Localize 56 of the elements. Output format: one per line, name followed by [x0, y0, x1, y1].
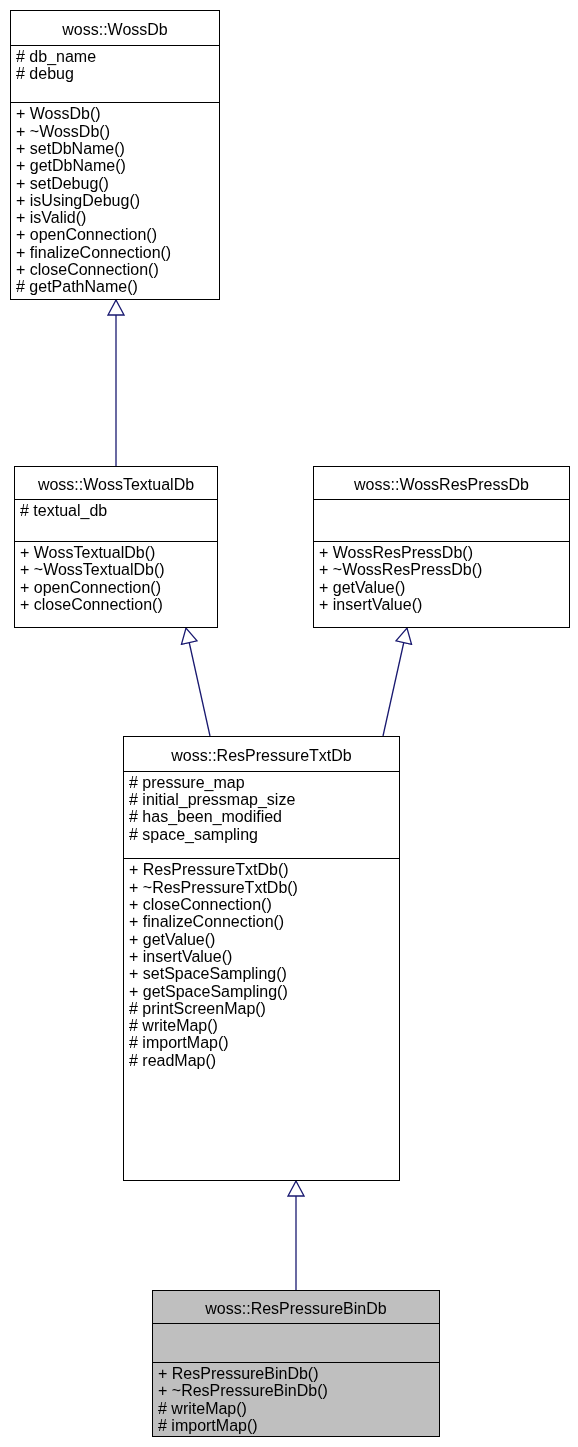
inheritance-arrow [180, 627, 211, 737]
method-text: # getPathName() [16, 278, 139, 296]
class-name: woss::ResPressureBinDb [205, 1299, 387, 1317]
attribute-text: # has_been_modified [129, 808, 283, 826]
method-text: + ~ResPressureTxtDb() [129, 878, 299, 897]
class-name: woss::WossResPressDb [354, 475, 529, 493]
class-box [313, 466, 570, 628]
method-text: + setSpaceSampling() [129, 965, 288, 983]
method-text: + closeConnection() [20, 596, 164, 614]
method-text: + closeConnection() [129, 896, 273, 914]
method-text: + ~ResPressureBinDb() [158, 1382, 329, 1400]
method-text: + openConnection() [16, 226, 158, 244]
method-text: + WossDb() [16, 105, 102, 123]
method-text: + closeConnection() [16, 261, 160, 279]
method-text: + insertValue() [129, 947, 234, 966]
method-text: + getValue() [319, 578, 407, 596]
attribute-text: # textual_db [20, 501, 109, 519]
method-text: + getSpaceSampling() [129, 982, 289, 1000]
inheritance-arrow [287, 1180, 305, 1291]
attribute-text: # db_name [16, 47, 98, 66]
method-text: + setDbName() [16, 140, 126, 158]
method-text: + isUsingDebug() [16, 191, 142, 210]
method-text: + finalizeConnection() [16, 243, 173, 262]
class-box [14, 466, 218, 628]
method-text: + WossTextualDb() [20, 544, 157, 562]
attribute-text: # debug [16, 65, 75, 83]
method-text: + WossResPressDb() [319, 544, 474, 562]
inheritance-arrow [382, 627, 413, 737]
method-text: + ~WossDb() [16, 122, 111, 140]
method-text: + openConnection() [20, 578, 162, 596]
method-text: + insertValue() [319, 596, 424, 614]
method-text: + ~WossTextualDb() [20, 561, 166, 579]
method-text: + getDbName() [16, 157, 127, 175]
method-text: # writeMap() [129, 1017, 219, 1035]
method-text: + getValue() [129, 930, 217, 948]
method-text: + ResPressureBinDb() [158, 1365, 320, 1383]
method-text: + ResPressureTxtDb() [129, 861, 290, 879]
method-text: # readMap() [129, 1051, 218, 1070]
method-text: # importMap() [158, 1416, 259, 1435]
attribute-text: # pressure_map [129, 773, 246, 792]
class-name: woss::ResPressureTxtDb [171, 746, 352, 765]
class-name: woss::WossTextualDb [37, 475, 195, 493]
inheritance-arrow [107, 299, 125, 467]
attribute-text: # space_sampling [129, 825, 259, 844]
class-box [123, 736, 400, 1181]
method-text: + ~WossResPressDb() [319, 561, 484, 579]
class-name: woss::WossDb [62, 20, 168, 39]
method-text: # writeMap() [158, 1399, 248, 1417]
method-text: + finalizeConnection() [129, 913, 286, 931]
method-text: # importMap() [129, 1034, 230, 1052]
class-box [152, 1290, 440, 1437]
method-text: + isValid() [16, 209, 88, 227]
attribute-text: # initial_pressmap_size [129, 791, 297, 809]
method-text: + setDebug() [16, 174, 110, 192]
class-box [10, 10, 220, 300]
method-text: # printScreenMap() [129, 999, 266, 1018]
